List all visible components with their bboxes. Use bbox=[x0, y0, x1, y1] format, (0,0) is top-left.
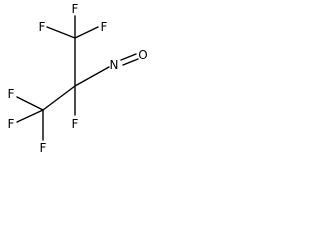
molecule-drawing: F F F N O F F F F bbox=[8, 2, 148, 155]
atom-f-top: F bbox=[72, 2, 79, 16]
bond-n-o-1 bbox=[120, 53, 137, 61]
bond-n-o-2 bbox=[122, 58, 139, 66]
atom-f-bottom: F bbox=[40, 141, 47, 155]
atom-f-left-lower: F bbox=[8, 87, 15, 101]
atom-labels: F F F N O F F F F bbox=[8, 2, 148, 155]
bond-c3-f-left-bottom bbox=[16, 109, 44, 123]
atom-f-left-upper: F bbox=[39, 20, 46, 34]
atom-f-mid: F bbox=[72, 117, 79, 131]
bond-c1-f-right bbox=[74, 26, 99, 39]
bond-c1-f-left bbox=[46, 26, 76, 39]
bond-c3-f-left bbox=[16, 96, 44, 111]
atom-o: O bbox=[138, 48, 147, 62]
atom-f-right-upper: F bbox=[101, 20, 108, 34]
atom-n: N bbox=[110, 58, 119, 72]
bond-c2-n bbox=[74, 66, 110, 87]
bond-c2-c3 bbox=[42, 85, 76, 111]
atom-f-left-bottom: F bbox=[8, 117, 15, 131]
structure-diagram: F F F N O F F F F bbox=[0, 0, 152, 158]
bonds bbox=[16, 15, 139, 141]
